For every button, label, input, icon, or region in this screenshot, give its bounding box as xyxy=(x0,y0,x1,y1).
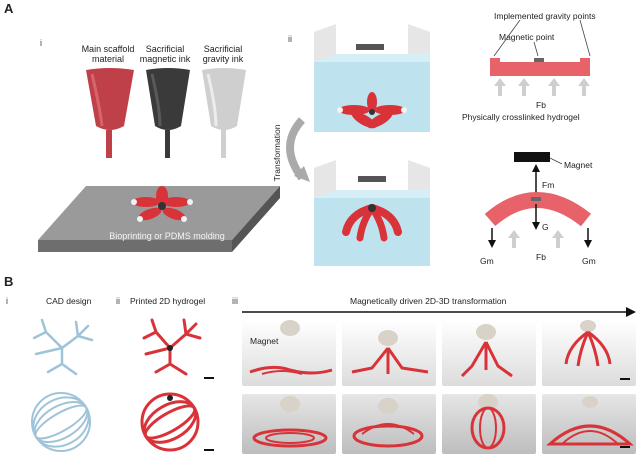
flower-hydrogel-flat xyxy=(131,186,193,222)
cad-sphere xyxy=(31,392,91,452)
transform-photo-6 xyxy=(342,394,436,454)
flower-hydrogel-tank-before xyxy=(337,92,407,129)
gravity-points-label: Implemented gravity points xyxy=(494,11,596,21)
hydrogel-schematic-bent xyxy=(484,152,592,248)
g-center-label: G xyxy=(542,222,549,232)
magnet-photo-label: Magnet xyxy=(250,336,279,346)
panel-b-sub-iii: iii xyxy=(232,296,238,306)
hydrogel-label: Physically crosslinked hydrogel xyxy=(462,112,580,122)
printed-tree xyxy=(142,318,202,376)
flower-hydrogel-tank-after xyxy=(342,204,402,242)
panel-b-sub-i: i xyxy=(6,296,8,306)
magnetic-point-label: Magnetic point xyxy=(499,32,555,42)
transform-photo-8 xyxy=(542,394,636,454)
nozzle-label-gravity: Sacrificial gravity ink xyxy=(202,44,244,64)
scale-bar xyxy=(620,446,630,448)
fb-label-top: Fb xyxy=(536,100,546,110)
nozzle-label-main: Main scaffold material xyxy=(81,44,135,64)
transform-photo-3 xyxy=(442,320,536,386)
panel-b-sub-ii: ii xyxy=(116,296,120,306)
timeline-arrow xyxy=(242,307,636,317)
nozzle-gravity-ink xyxy=(202,68,246,158)
print-platform xyxy=(38,186,280,252)
tank-after xyxy=(314,160,430,266)
panel-a-letter: A xyxy=(4,1,14,16)
printed-title: Printed 2D hydrogel xyxy=(130,296,206,306)
transform-photo-7 xyxy=(442,394,536,454)
transformation-label: Transformation xyxy=(272,124,282,182)
fm-label: Fm xyxy=(542,180,555,190)
panel-b-letter: B xyxy=(4,274,14,289)
transform-photo-5 xyxy=(242,394,336,454)
hydrogel-schematic-flat xyxy=(490,20,591,76)
magnet-label-schematic: Magnet xyxy=(564,160,593,170)
scale-bar xyxy=(620,378,630,380)
buoyancy-arrows-top xyxy=(494,78,590,96)
platform-label: Bioprinting or PDMS molding xyxy=(109,231,225,241)
scale-bar xyxy=(204,377,214,379)
cad-tree xyxy=(32,318,94,376)
gm-right-label: Gm xyxy=(582,256,596,266)
tank-before xyxy=(314,24,430,132)
transform-photo-1 xyxy=(242,320,336,386)
magnet-block xyxy=(514,152,550,162)
nozzle-magnetic-ink xyxy=(146,68,190,158)
transform-photo-4 xyxy=(542,320,636,386)
cad-title: CAD design xyxy=(46,296,92,306)
transform-title: Magnetically driven 2D-3D transformation xyxy=(350,296,507,306)
panel-a-sub-ii: ii xyxy=(288,34,292,44)
gm-left-label: Gm xyxy=(480,256,494,266)
printing-nozzles xyxy=(86,68,246,158)
fb-label-bottom: Fb xyxy=(536,252,546,262)
transformation-arrow xyxy=(286,117,310,182)
panel-a-sub-i: i xyxy=(40,38,42,48)
nozzle-label-magnetic: Sacrificial magnetic ink xyxy=(139,44,191,64)
transform-photo-2 xyxy=(342,320,436,386)
printed-sphere xyxy=(140,392,200,452)
nozzle-main-scaffold xyxy=(86,68,134,158)
scale-bar xyxy=(204,449,214,451)
